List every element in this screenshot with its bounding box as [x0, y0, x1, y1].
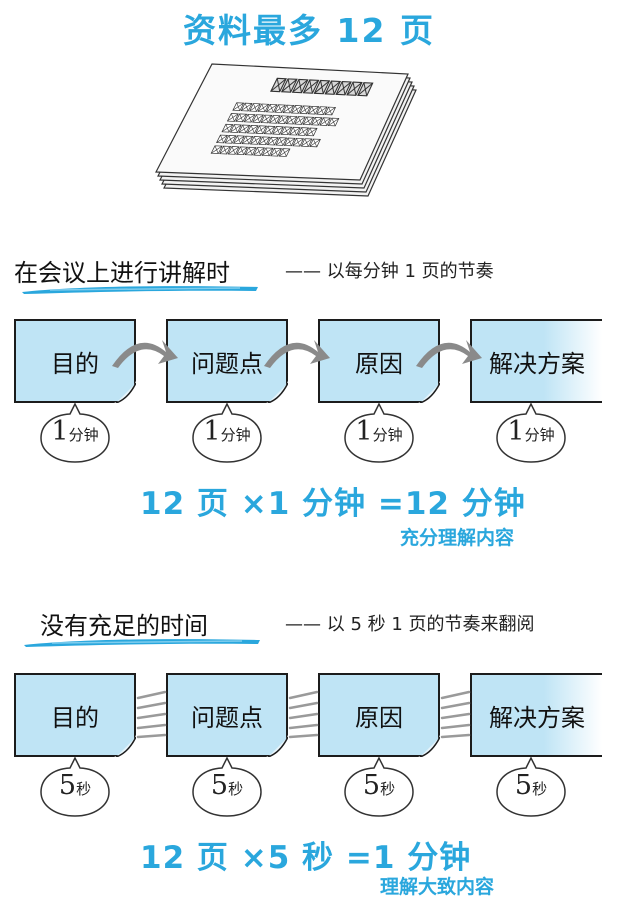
speech-bubble-icon	[40, 756, 110, 817]
section2-step-card-solution: 解决方案	[470, 673, 602, 757]
time-unit: 秒	[532, 780, 548, 798]
time-unit: 分钟	[524, 426, 555, 444]
page-curl-icon	[418, 381, 440, 403]
curved-arrow-icon	[264, 340, 330, 368]
speech-bubble-icon	[496, 756, 566, 817]
time-value: 5	[210, 770, 229, 801]
section1-step-card-solution: 解决方案	[470, 319, 602, 403]
section2-brush-underline	[24, 639, 260, 647]
section2-time-bubble: 5秒	[342, 756, 416, 818]
section1-time-bubble: 1分钟	[38, 402, 112, 464]
section2-formula: 12 页 ×5 秒 =1 分钟	[140, 840, 472, 876]
speech-bubble-icon	[344, 756, 414, 817]
section1-time-bubble: 1分钟	[342, 402, 416, 464]
curved-arrow-icon	[416, 340, 482, 368]
section1-conclusion: 充分理解内容	[400, 527, 515, 549]
time-unit: 秒	[228, 780, 244, 798]
time-value: 5	[514, 770, 533, 801]
speed-lines-icon	[288, 690, 319, 739]
section2-note: —— 以 5 秒 1 页的节奏来翻阅	[285, 614, 535, 635]
speed-lines-icon	[136, 690, 167, 739]
time-unit: 秒	[380, 780, 396, 798]
section1-heading: 在会议上进行讲解时	[14, 259, 230, 287]
section1-time-bubble: 1分钟	[190, 402, 264, 464]
step-label: 目的	[51, 703, 99, 732]
time-unit: 分钟	[372, 426, 403, 444]
step-label: 目的	[51, 349, 99, 378]
speech-bubble-icon	[344, 402, 414, 463]
page-curl-icon	[114, 381, 136, 403]
section2-step-card-purpose: 目的	[14, 673, 136, 757]
section1-brush-underline	[22, 286, 258, 294]
section2-time-bubble: 5秒	[494, 756, 568, 818]
time-unit: 分钟	[220, 426, 251, 444]
speech-bubble-icon	[496, 402, 566, 463]
step-label: 解决方案	[489, 349, 585, 378]
time-value: 1	[355, 416, 373, 447]
section1-note: —— 以每分钟 1 页的节奏	[285, 261, 494, 282]
time-unit: 分钟	[68, 426, 99, 444]
document-stack-illustration	[155, 63, 417, 197]
page-curl-icon	[418, 735, 440, 757]
section1-step-card-problem: 问题点	[166, 319, 288, 403]
section1-formula: 12 页 ×1 分钟 =12 分钟	[140, 486, 526, 522]
step-label: 问题点	[191, 703, 263, 732]
time-value: 1	[51, 416, 69, 447]
time-value: 5	[58, 770, 77, 801]
step-label: 原因	[355, 703, 403, 732]
speech-bubble-icon	[40, 402, 110, 463]
step-label: 问题点	[191, 349, 263, 378]
section2-time-bubble: 5秒	[190, 756, 264, 818]
time-value: 1	[507, 416, 525, 447]
section2-time-bubble: 5秒	[38, 756, 112, 818]
section1-time-bubble: 1分钟	[494, 402, 568, 464]
step-label: 解决方案	[489, 703, 585, 732]
section2-heading: 没有充足的时间	[40, 612, 208, 640]
page-title: 资料最多 12 页	[183, 11, 435, 50]
time-value: 5	[362, 770, 381, 801]
time-value: 1	[203, 416, 221, 447]
speech-bubble-icon	[192, 402, 262, 463]
section2-step-card-problem: 问题点	[166, 673, 288, 757]
curved-arrow-icon	[112, 340, 178, 368]
section2-step-card-cause: 原因	[318, 673, 440, 757]
time-unit: 秒	[76, 780, 92, 798]
step-label: 原因	[355, 349, 403, 378]
page-curl-icon	[114, 735, 136, 757]
section2-conclusion: 理解大致内容	[380, 876, 495, 898]
speech-bubble-icon	[192, 756, 262, 817]
page-curl-icon	[266, 735, 288, 757]
speed-lines-icon	[440, 690, 471, 739]
page-curl-icon	[266, 381, 288, 403]
